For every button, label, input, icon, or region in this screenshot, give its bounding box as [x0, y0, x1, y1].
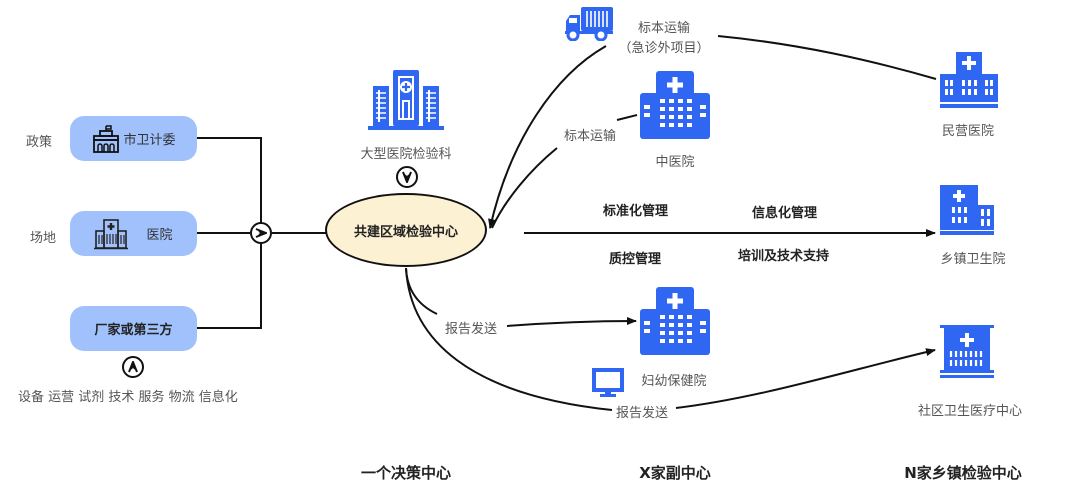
maternal-child-hospital-icon: [640, 287, 710, 355]
arrow-right-circle-icon: [250, 222, 272, 244]
large-hospital-label: 大型医院检验科: [360, 147, 452, 162]
connector-policy: [196, 137, 262, 224]
community-center-icon: [940, 325, 994, 378]
connector-emergency-transport: [488, 45, 607, 229]
footer-decision-center: 一个决策中心: [360, 464, 452, 482]
footer-sub-centers: X家副中心: [639, 464, 711, 482]
government-building-icon: [93, 124, 120, 153]
tcm-transport-label: 标本运输: [563, 129, 617, 144]
box-label: 市卫计委: [123, 133, 176, 148]
informatization-label: 信息化管理: [752, 206, 818, 221]
community-center-label: 社区卫生医疗中心: [917, 404, 1023, 419]
regional-lab-hub: 共建区域检验中心: [325, 193, 487, 267]
truck-icon: [565, 7, 613, 41]
standardization-label: 标准化管理: [603, 204, 669, 219]
monitor-icon: [592, 368, 624, 397]
arrow-up-circle-icon: [122, 356, 144, 378]
arrow-down-circle-icon: [396, 166, 418, 188]
maternal-child-hospital-label: 妇幼保健院: [641, 374, 707, 389]
emergency-transport-label-2: （急诊外项目）: [618, 41, 710, 56]
box-vendor: 厂家或第三方: [70, 306, 197, 351]
box-health-commission: 市卫计委: [70, 116, 197, 161]
vendor-resources: 设备 运营 试剂 技术 服务 物流 信息化: [18, 390, 238, 405]
tcm-hospital-label: 中医院: [655, 155, 695, 170]
connector-report-2-b: [675, 348, 936, 409]
connector-report-1-a: [405, 267, 438, 315]
hospital-icon: [94, 218, 129, 249]
private-hospital-label: 民营医院: [941, 124, 995, 139]
emergency-transport-label-1: 标本运输: [637, 21, 691, 36]
row-label-policy: 政策: [26, 135, 53, 150]
large-hospital-icon: [368, 70, 444, 130]
report-send-label-1: 报告发送: [445, 322, 498, 337]
quality-control-label: 质控管理: [609, 252, 662, 267]
connector-report-1-b: [506, 317, 637, 327]
connector-private-hospital: [717, 35, 937, 80]
row-label-site: 场地: [30, 231, 57, 246]
connector-vendor: [196, 244, 262, 329]
connector-tcm-stub: [616, 114, 638, 121]
private-hospital-icon: [940, 52, 998, 108]
box-label: 厂家或第三方: [94, 323, 173, 338]
tcm-hospital-icon: [640, 71, 710, 139]
connector-tcm-transport: [491, 147, 558, 229]
township-hospital-icon: [940, 185, 994, 235]
township-hospital-label: 乡镇卫生院: [940, 252, 1006, 267]
report-send-label-2: 报告发送: [616, 406, 669, 421]
box-hospital: 医院: [70, 211, 197, 256]
connector-report-2-a: [405, 267, 613, 411]
training-support-label: 培训及技术支持: [738, 249, 830, 264]
footer-township-centers: N家乡镇检验中心: [904, 464, 1022, 482]
box-label: 医院: [146, 228, 173, 243]
hub-label: 共建区域检验中心: [353, 224, 458, 240]
